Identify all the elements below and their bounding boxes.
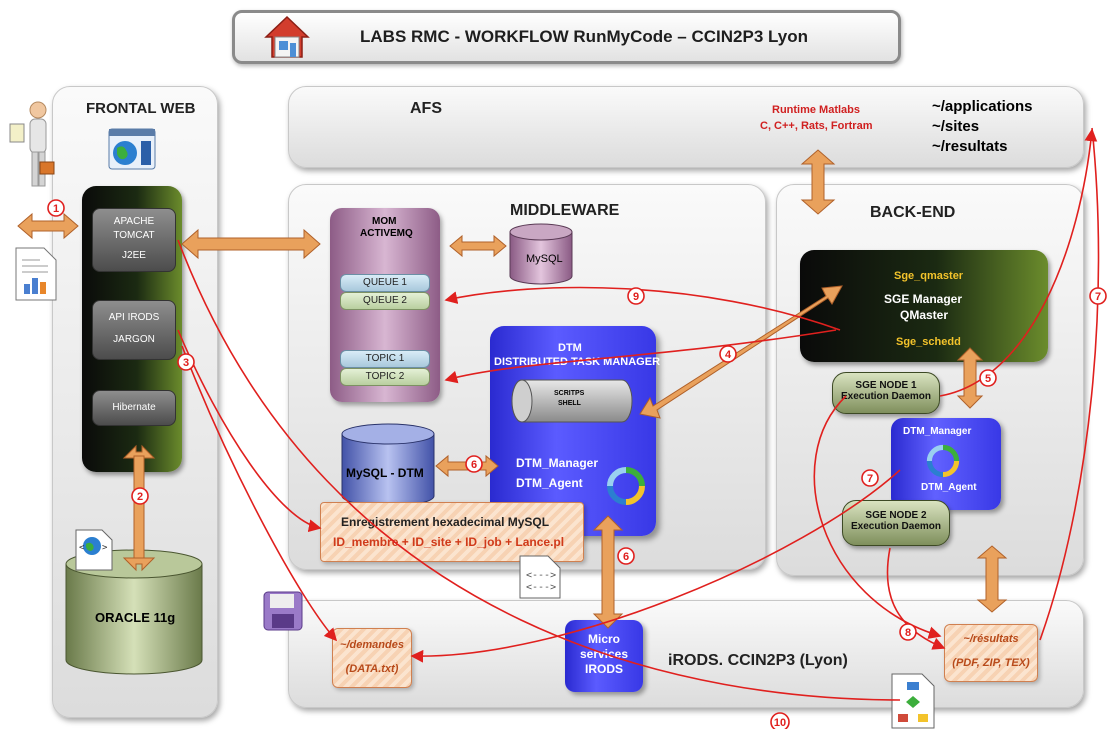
sge-qmaster-label: Sge_qmaster (894, 270, 964, 282)
svg-text:<: < (79, 543, 85, 553)
topic-2: TOPIC 2 (340, 368, 430, 386)
demandes-label: ~/demandes (340, 639, 404, 651)
mysql-dtm-label: MySQL - DTM (346, 466, 424, 480)
afs-path-resultats: ~/resultats (932, 138, 1008, 155)
mysql-label: MySQL (526, 253, 563, 265)
refresh-cycle-icon (926, 444, 960, 478)
enregistrement-line1: Enregistrement hexadecimal MySQL (341, 515, 550, 529)
j2ee-label: J2EE (122, 250, 146, 261)
runtime-line1: Runtime Matlabs (772, 104, 861, 116)
floppy-disk-icon (263, 591, 303, 631)
back-end-title: BACK-END (870, 204, 956, 221)
oracle-label: ORACLE 11g (95, 610, 176, 625)
queue-1: QUEUE 1 (340, 274, 430, 292)
enregistrement-line2: ID_membre + ID_site + ID_job + Lance.pl (333, 535, 565, 549)
jargon-label: JARGON (113, 334, 155, 345)
mysql-dtm-cylinder (341, 423, 435, 507)
mom-activemq-box: MOM ACTIVEMQ QUEUE 1 QUEUE 2 TOPIC 1 TOP… (330, 208, 440, 402)
topic-1: TOPIC 1 (340, 350, 430, 368)
hibernate-label: Hibernate (112, 402, 156, 413)
sge-node-1: SGE NODE 1 Execution Daemon (832, 372, 940, 414)
user-icon (9, 101, 55, 187)
sge-node-2-daemon: Execution Daemon (850, 521, 942, 532)
tomcat-label: TOMCAT (113, 230, 155, 241)
backend-dtm-manager: DTM_Manager (903, 426, 972, 437)
globe-window-icon (108, 128, 156, 170)
step-10: 10 (774, 717, 786, 729)
title-bar: LABS RMC - WORKFLOW RunMyCode – CCIN2P3 … (232, 10, 901, 64)
apache-label: APACHE (113, 216, 155, 227)
backend-dtm-agent: DTM_Agent (921, 482, 977, 493)
frontal-web-title: FRONTAL WEB (86, 100, 196, 117)
afs-path-sites: ~/sites (932, 118, 980, 135)
middleware-title: MIDDLEWARE (510, 202, 620, 219)
code-document-icon: <---> <---> (519, 555, 561, 599)
svg-text:<--->: <---> (526, 582, 556, 593)
queue-2: QUEUE 2 (340, 292, 430, 310)
mom-label: MOM (372, 216, 397, 227)
dtm-subtitle-label: DISTRIBUTED TASK MANAGER (494, 356, 661, 368)
qmaster-label: QMaster (900, 308, 949, 322)
micro-services-irods-box: Micro services IRODS (565, 620, 643, 692)
refresh-cycle-icon (607, 467, 645, 505)
afs-path-applications: ~/applications (932, 98, 1033, 115)
diagram-title: LABS RMC - WORKFLOW RunMyCode – CCIN2P3 … (360, 27, 808, 46)
services-label: services (579, 647, 629, 661)
dtm-agent-label: DTM_Agent (516, 476, 583, 490)
sge-node-2: SGE NODE 2 Execution Daemon (842, 500, 950, 546)
hibernate-block: Hibernate (92, 390, 176, 426)
activemq-label: ACTIVEMQ (360, 228, 413, 239)
dtm-title-label: DTM (558, 342, 582, 354)
sge-schedd-label: Sge_schedd (896, 336, 961, 348)
afs-title: AFS (410, 100, 442, 117)
demandes-file: (DATA.txt) (345, 663, 399, 675)
svg-text:<--->: <---> (526, 570, 556, 581)
sge-node-1-daemon: Execution Daemon (840, 391, 932, 402)
resultats-box: ~/résultats (PDF, ZIP, TEX) (944, 624, 1038, 682)
apache-tomcat-block: APACHE TOMCAT J2EE (92, 208, 176, 272)
irods-title: iRODS. CCIN2P3 (Lyon) (668, 652, 848, 669)
report-document-icon (15, 247, 57, 301)
resultats-label: ~/résultats (963, 633, 1019, 645)
micro-label: Micro (587, 632, 620, 646)
sge-node-1-label: SGE NODE 1 (855, 380, 917, 391)
web-document-icon: < > (75, 529, 113, 571)
flowchart-document-icon (891, 673, 935, 729)
scripts-label: SCRITPS (554, 390, 585, 397)
irods-micro-label: IRODS (584, 662, 623, 676)
runtime-line2: C, C++, Rats, Fortram (760, 120, 873, 132)
api-irods-label: API IRODS (108, 312, 160, 323)
resultats-files: (PDF, ZIP, TEX) (952, 657, 1030, 669)
sge-manager-box: Sge_qmaster SGE Manager QMaster Sge_sche… (800, 250, 1048, 362)
home-icon (264, 15, 310, 58)
dtm-manager-label: DTM_Manager (516, 456, 599, 470)
enregistrement-box: Enregistrement hexadecimal MySQL ID_memb… (320, 502, 584, 562)
svg-text:>: > (102, 543, 108, 553)
sge-manager-label: SGE Manager (884, 292, 963, 306)
demandes-box: ~/demandes (DATA.txt) (332, 628, 412, 688)
api-irods-block: API IRODS JARGON (92, 300, 176, 360)
sge-node-2-label: SGE NODE 2 (865, 510, 927, 521)
step-7a: 7 (1095, 291, 1101, 303)
shell-label: SHELL (558, 400, 581, 407)
